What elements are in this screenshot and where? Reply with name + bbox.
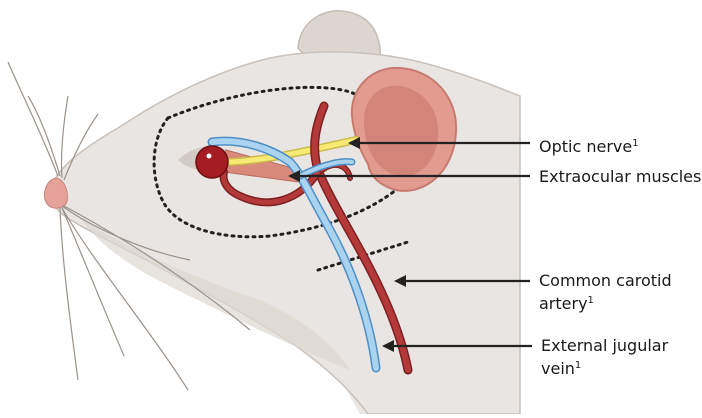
external-jugular-vein-footnote: 1 xyxy=(575,360,581,371)
common-carotid-artery-footnote: 1 xyxy=(588,295,594,306)
external-jugular-vein-line1: External jugular xyxy=(541,336,668,356)
extraocular-muscles-label-text: Extraocular muscles xyxy=(539,167,701,186)
optic-nerve-label: Optic nerve1 xyxy=(539,134,639,157)
common-carotid-artery-line2: artery xyxy=(539,294,588,313)
extraocular-muscles-label: Extraocular muscles xyxy=(539,167,701,187)
optic-nerve-label-text: Optic nerve xyxy=(539,137,632,156)
common-carotid-artery-line1: Common carotid xyxy=(539,271,672,291)
eye xyxy=(196,146,228,178)
external-jugular-vein-label: External jugular vein1 xyxy=(541,336,668,379)
external-jugular-vein-line2: vein xyxy=(541,359,575,378)
optic-nerve-footnote: 1 xyxy=(632,138,638,149)
eye-highlight xyxy=(207,154,212,159)
common-carotid-artery-label: Common carotid artery1 xyxy=(539,271,672,314)
